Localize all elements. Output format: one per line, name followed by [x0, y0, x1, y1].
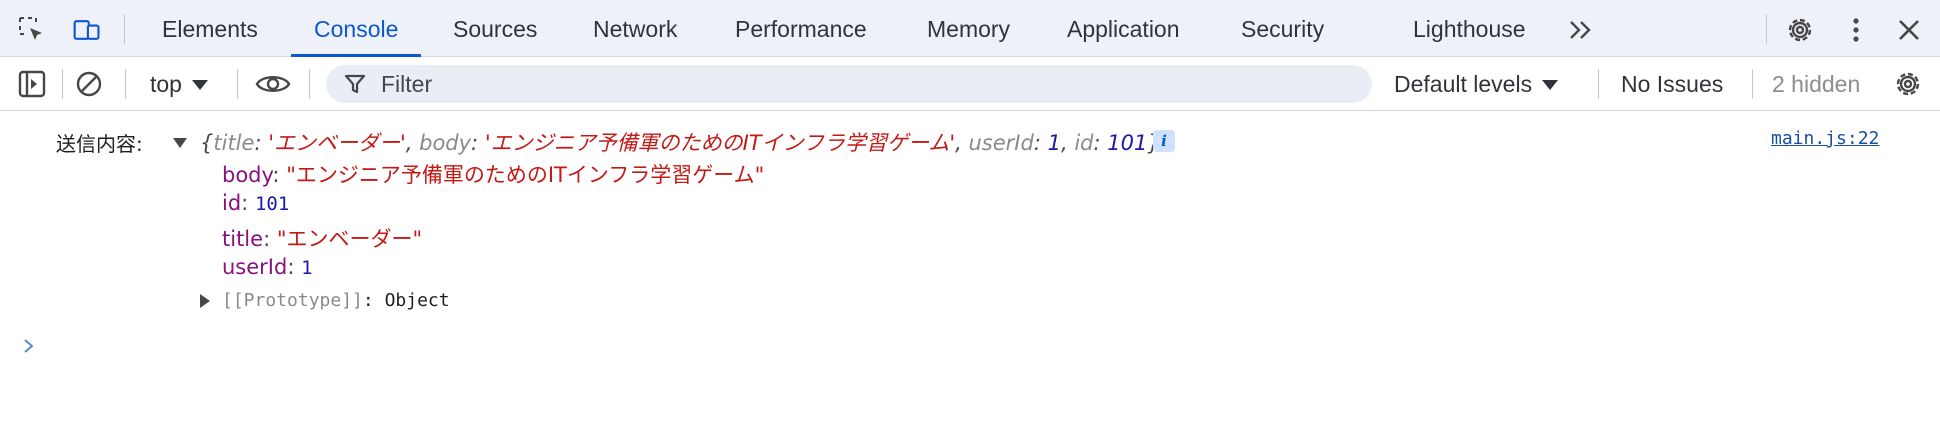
console-prompt-chevron-icon[interactable]	[22, 337, 36, 360]
chevron-down-icon	[1542, 80, 1559, 90]
toolbar-divider	[1752, 69, 1753, 99]
toolbar-divider	[62, 69, 63, 99]
tab-console[interactable]: Console	[290, 0, 422, 57]
tabbar-divider	[124, 14, 125, 44]
comma: ,	[405, 131, 420, 155]
prototype-value: Object	[384, 290, 450, 311]
toolbar-divider	[237, 69, 238, 99]
hidden-messages-count: 2 hidden	[1772, 71, 1861, 97]
prototype-key: [[Prototype]]	[222, 290, 363, 311]
summary-key-body: body	[419, 131, 472, 155]
info-icon[interactable]: i	[1153, 130, 1175, 152]
colon: :	[254, 131, 269, 155]
tab-elements[interactable]: Elements	[162, 16, 258, 42]
property-key: userId	[222, 255, 288, 279]
console-output: 送信内容: {title: 'エンベーダー', body: 'エンジニア予備軍の…	[0, 111, 1940, 426]
console-message-label: 送信内容:	[56, 132, 143, 156]
colon: :	[287, 255, 302, 279]
toolbar-divider	[1598, 69, 1599, 99]
context-selector[interactable]: top	[150, 57, 208, 111]
comma: ,	[1060, 131, 1075, 155]
kebab-menu-icon[interactable]	[1841, 15, 1871, 45]
summary-value-body: 'エンジニア予備軍のためのITインフラ学習ゲーム'	[484, 131, 956, 155]
property-row: body: "エンジニア予備軍のためのITインフラ学習ゲーム"	[222, 159, 764, 189]
inspect-element-icon[interactable]	[17, 15, 47, 45]
live-expression-eye-icon[interactable]	[254, 69, 292, 99]
source-link[interactable]: main.js:22	[1771, 128, 1880, 149]
tab-memory[interactable]: Memory	[927, 16, 1011, 42]
property-value: 1	[301, 257, 313, 279]
colon: :	[272, 163, 287, 187]
context-label: top	[150, 71, 182, 97]
property-key: title	[222, 227, 264, 251]
filter-bar[interactable]	[326, 65, 1372, 103]
console-settings-icon[interactable]	[1893, 69, 1923, 99]
log-levels-dropdown[interactable]: Default levels	[1394, 57, 1559, 111]
property-value: 101	[254, 193, 290, 215]
property-value: "エンベーダー"	[276, 227, 423, 251]
show-sidebar-icon[interactable]	[17, 69, 47, 99]
summary-key-userid: userId	[968, 131, 1034, 155]
tab-network[interactable]: Network	[593, 16, 678, 42]
devtools-tab-bar: Elements Console Sources Network Perform…	[0, 0, 1940, 57]
tab-lighthouse[interactable]: Lighthouse	[1413, 16, 1526, 42]
chevron-down-icon	[191, 80, 208, 90]
tab-performance[interactable]: Performance	[735, 16, 867, 42]
summary-value-userid: 1	[1047, 131, 1061, 155]
colon: :	[263, 227, 277, 251]
tab-security[interactable]: Security	[1241, 16, 1325, 42]
colon: :	[1093, 131, 1108, 155]
property-value: "エンジニア予備軍のためのITインフラ学習ゲーム"	[286, 163, 765, 187]
brace-open: {	[200, 131, 214, 155]
property-key: id	[222, 191, 242, 215]
console-toolbar: top Default levels No Issues 2 hidden	[0, 57, 1940, 111]
tab-sources[interactable]: Sources	[453, 16, 538, 42]
summary-value-id: 101	[1107, 131, 1148, 155]
toolbar-divider	[125, 69, 126, 99]
property-row: title: "エンベーダー"	[222, 223, 422, 253]
summary-value-title: 'エンベーダー'	[268, 131, 406, 155]
expand-prototype-icon[interactable]	[200, 294, 210, 308]
tab-application[interactable]: Application	[1067, 16, 1180, 42]
log-levels-label: Default levels	[1394, 71, 1533, 97]
expand-triangle-icon[interactable]	[173, 138, 187, 148]
property-row: id: 101	[222, 191, 289, 215]
settings-icon[interactable]	[1785, 15, 1815, 45]
property-key: body	[222, 163, 273, 187]
issues-counter[interactable]: No Issues	[1621, 71, 1724, 97]
tabbar-divider	[1766, 14, 1767, 44]
clear-console-icon[interactable]	[74, 69, 104, 99]
colon: :	[241, 191, 255, 215]
property-row: userId: 1	[222, 255, 313, 279]
colon: :	[471, 131, 485, 155]
toolbar-divider	[309, 69, 310, 99]
device-toolbar-icon[interactable]	[72, 15, 102, 45]
colon: :	[362, 290, 385, 311]
filter-icon	[344, 73, 366, 100]
prototype-row[interactable]: [[Prototype]]: Object	[222, 290, 450, 311]
summary-key-id: id	[1074, 131, 1094, 155]
close-icon[interactable]	[1894, 15, 1924, 45]
colon: :	[1033, 131, 1048, 155]
summary-key-title: title	[213, 131, 255, 155]
comma: ,	[955, 131, 969, 155]
object-summary[interactable]: {title: 'エンベーダー', body: 'エンジニア予備軍のためのITイ…	[200, 127, 1161, 157]
more-tabs-icon[interactable]	[1566, 15, 1596, 45]
filter-input[interactable]	[381, 65, 1341, 103]
